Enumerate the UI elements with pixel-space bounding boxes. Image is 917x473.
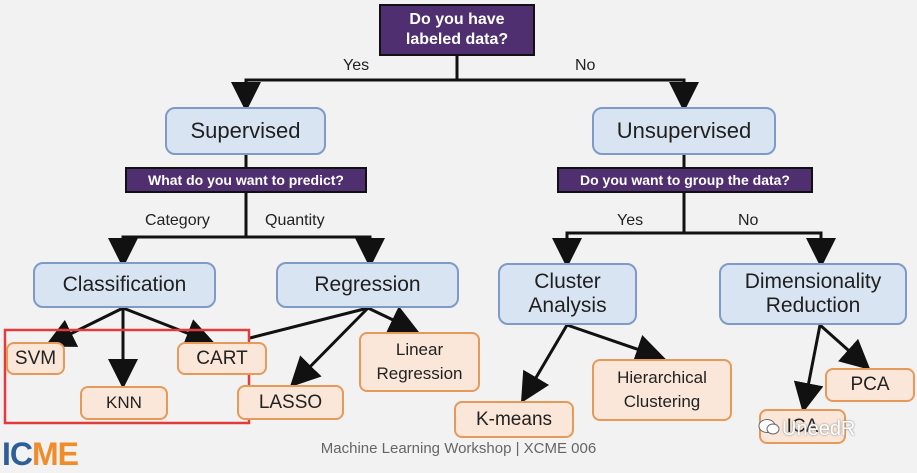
watermark-text: UneedR [782, 418, 856, 440]
root-question: Do you have labeled data? [405, 11, 509, 48]
regression-box: Regression [276, 262, 459, 308]
lasso-box: LASSO [237, 385, 344, 420]
supervised-box: Supervised [165, 107, 326, 155]
no-label: No [575, 57, 596, 74]
category-label: Category [145, 212, 210, 229]
unsupervised-question-box: Do you want to group the data? [557, 167, 813, 193]
cluster-analysis-label: Cluster Analysis [528, 270, 607, 317]
unsupervised-question: Do you want to group the data? [580, 172, 790, 188]
lasso-label: LASSO [258, 391, 323, 413]
regression-label: Regression [314, 273, 421, 296]
kmeans-label: K-means [475, 408, 553, 430]
highlight-box [3, 328, 251, 425]
cart-box: CART [177, 342, 267, 375]
knn-box: KNN [80, 386, 168, 420]
dimensionality-reduction-label: Dimensionality Reduction [744, 270, 882, 317]
svm-label: SVM [14, 347, 57, 369]
dimensionality-reduction-box: Dimensionality Reduction [719, 263, 907, 325]
supervised-question: What do you want to predict? [148, 172, 344, 188]
linear-regression-label: Linear Regression [376, 340, 463, 383]
root-question-box: Do you have labeled data? [379, 4, 535, 56]
icme-logo: ICME [2, 436, 79, 473]
unsupervised-box: Unsupervised [592, 107, 776, 155]
pca-box: PCA [825, 368, 915, 402]
footer-text: Machine Learning Workshop | XCME 006 [320, 440, 597, 457]
linear-regression-box: Linear Regression [359, 332, 480, 392]
logo-part2: ME [32, 436, 79, 472]
hierarchical-clustering-label: Hierarchical Clustering [617, 368, 707, 411]
yes-label: Yes [343, 57, 370, 74]
quantity-label: Quantity [265, 212, 325, 229]
logo-part1: IC [2, 436, 33, 472]
hierarchical-clustering-box: Hierarchical Clustering [592, 359, 732, 421]
cluster-analysis-box: Cluster Analysis [498, 263, 637, 325]
classification-box: Classification [33, 262, 216, 308]
classification-label: Classification [62, 273, 187, 296]
supervised-question-box: What do you want to predict? [125, 167, 367, 193]
ica-box: ICA [759, 409, 846, 444]
pca-label: PCA [850, 374, 890, 395]
unsupervised-label: Unsupervised [616, 118, 752, 143]
wechat-icon [758, 419, 780, 435]
knn-label: KNN [106, 393, 142, 412]
supervised-label: Supervised [190, 118, 301, 143]
kmeans-box: K-means [454, 401, 574, 438]
group-no-label: No [738, 212, 759, 229]
svm-box: SVM [6, 342, 65, 375]
group-yes-label: Yes [617, 212, 644, 229]
cart-label: CART [196, 347, 248, 369]
ica-label: ICA [786, 415, 819, 437]
